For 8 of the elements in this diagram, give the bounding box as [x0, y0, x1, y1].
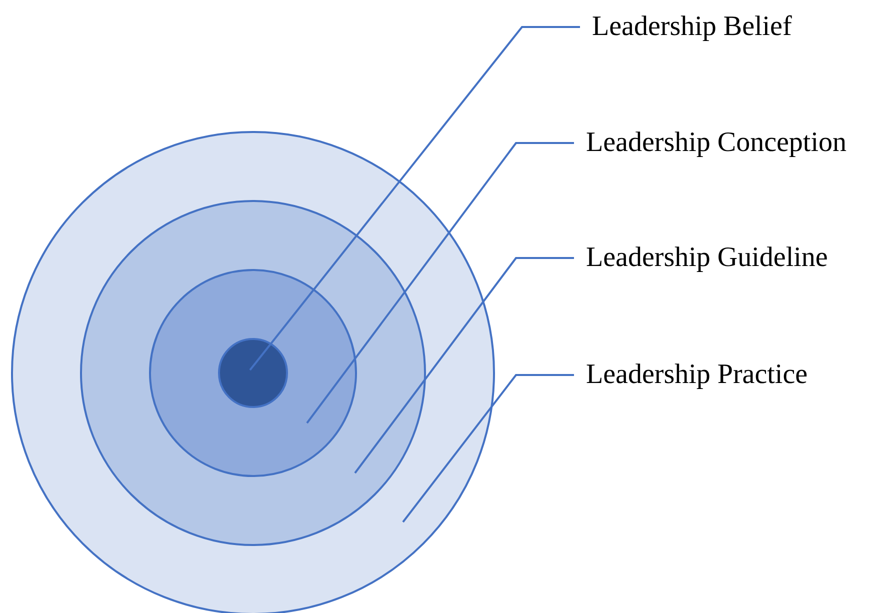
leader-label: Leadership Guideline [586, 241, 828, 275]
leader-label: Leadership Belief [592, 10, 792, 44]
leader-line [249, 26, 580, 371]
leader-label: Leadership Practice [586, 358, 808, 392]
leader-label: Leadership Conception [586, 126, 846, 160]
leader-line [306, 142, 574, 424]
leader-line [402, 374, 574, 523]
leader-line [354, 257, 574, 474]
